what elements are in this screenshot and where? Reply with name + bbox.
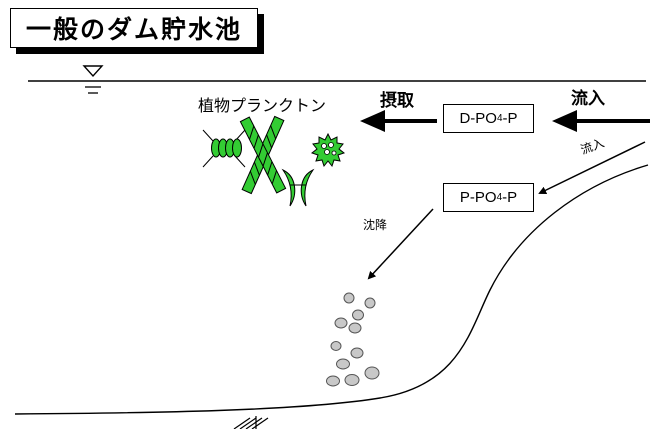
- sediment-pebbles: [326, 292, 380, 387]
- spiky-cell-icon: [310, 132, 346, 168]
- pebble: [364, 297, 376, 309]
- particulate-phosphate-prefix: P-PO: [459, 189, 497, 206]
- pebble: [343, 292, 355, 304]
- pebble: [326, 375, 340, 387]
- reservoir-bottom-line: [14, 164, 649, 415]
- settling-arrow: [367, 208, 434, 280]
- dissolved-phosphate-prefix: D-PO: [459, 110, 497, 127]
- pebble: [350, 347, 364, 359]
- pebble: [364, 366, 380, 380]
- pebble: [334, 317, 348, 329]
- uptake-arrow: [360, 110, 437, 132]
- inflow-large-label: 流入: [571, 89, 605, 109]
- inflow-small-arrow: [538, 141, 646, 194]
- diatom-icon: [202, 129, 246, 168]
- particulate-phosphate-suffix: -P: [502, 189, 518, 206]
- diagram-title: 一般のダム貯水池: [10, 8, 258, 48]
- pebble: [330, 341, 342, 351]
- pebble: [348, 322, 362, 334]
- dissolved-phosphate-suffix: -P: [502, 110, 518, 127]
- pebble: [336, 358, 350, 370]
- phytoplankton-label: 植物プランクトン: [198, 96, 327, 115]
- pebble: [344, 374, 360, 386]
- dissolved-phosphate-subscript: 4: [496, 113, 503, 124]
- dam-hatch-icon: [233, 416, 269, 429]
- settling-label: 沈降: [363, 218, 388, 232]
- inflow-large-arrow: [552, 110, 650, 132]
- particulate-phosphate-subscript: 4: [496, 192, 503, 203]
- crescent-algae-icon: [281, 168, 315, 207]
- filament-icon: [239, 115, 287, 195]
- water-surface-icon: [82, 65, 104, 94]
- pebble: [352, 309, 364, 321]
- uptake-label: 摂取: [380, 91, 414, 111]
